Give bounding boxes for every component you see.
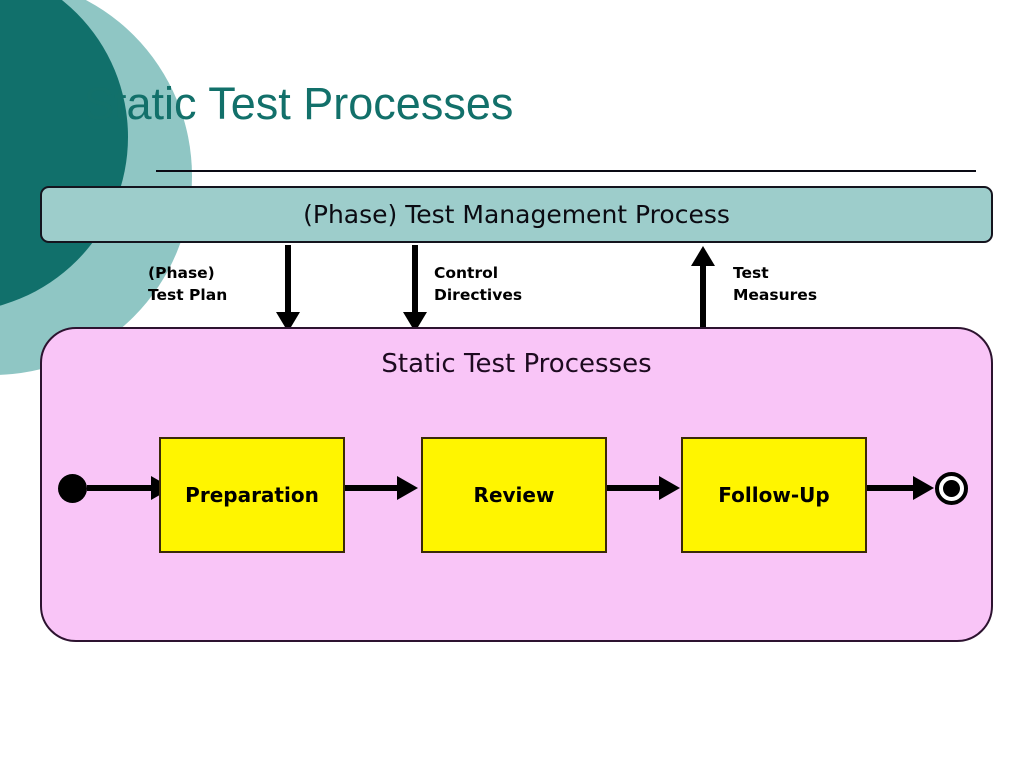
start-node-icon — [58, 474, 87, 503]
flow-arrow-follow-up-to-end — [867, 485, 914, 491]
arrow-head-up-icon — [691, 246, 715, 266]
process-step-follow-up[interactable]: Follow-Up — [681, 437, 867, 553]
test-plan-arrow — [276, 245, 300, 332]
test-management-process-label: (Phase) Test Management Process — [303, 200, 730, 229]
title-divider-rule — [156, 170, 976, 172]
control-directives-arrow — [403, 245, 427, 332]
page-title: Static Test Processes — [84, 78, 514, 129]
process-flow-row: Preparation Review Follow-Up — [42, 437, 995, 553]
process-step-label: Follow-Up — [718, 483, 830, 507]
test-measures-label: Test Measures — [733, 264, 818, 305]
static-test-processes-title: Static Test Processes — [381, 349, 652, 379]
test-measures-arrow — [691, 246, 715, 327]
end-node-icon — [935, 472, 968, 505]
process-step-review[interactable]: Review — [421, 437, 607, 553]
process-step-label: Preparation — [185, 483, 319, 507]
process-step-preparation[interactable]: Preparation — [159, 437, 345, 553]
test-management-process-bar: (Phase) Test Management Process — [40, 186, 993, 243]
flow-arrow-review-to-follow-up — [607, 485, 660, 491]
process-step-label: Review — [473, 483, 555, 507]
flow-arrow-preparation-to-review — [345, 485, 398, 491]
control-directives-label: Control Directives — [434, 264, 523, 305]
static-test-processes-container: Static Test Processes Preparation Review… — [40, 327, 993, 642]
test-plan-label: (Phase) Test Plan — [148, 264, 228, 305]
flow-arrow-start-to-preparation — [87, 485, 152, 491]
